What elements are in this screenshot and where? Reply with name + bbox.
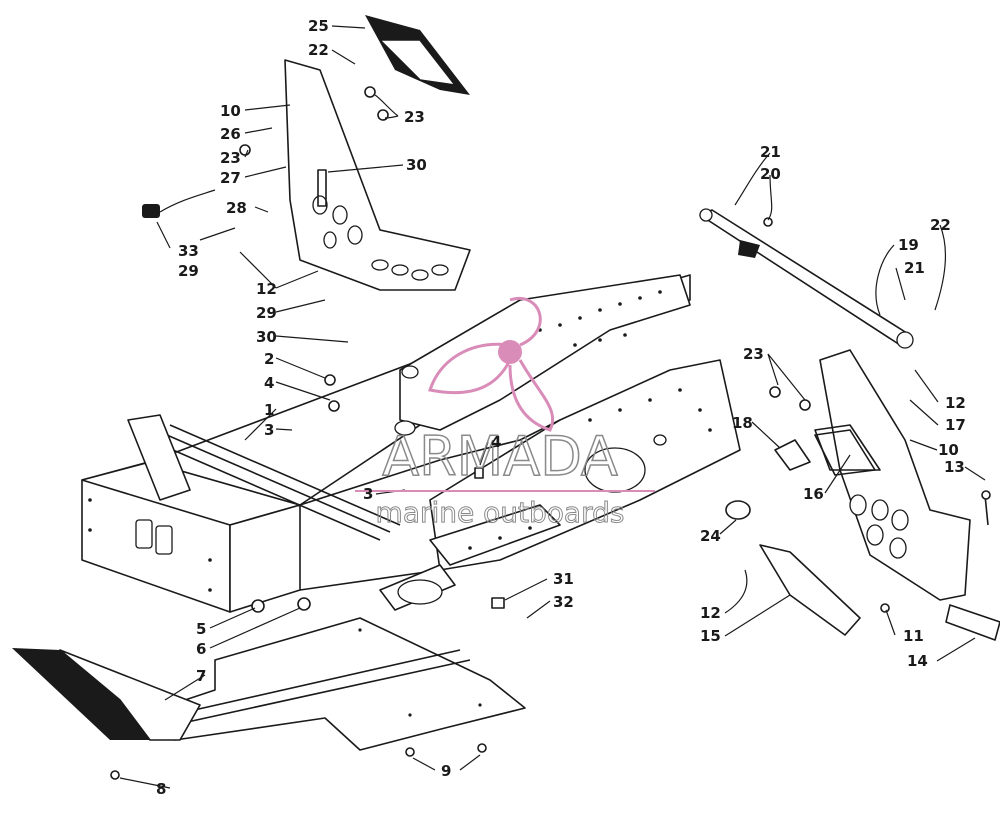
callout-19: 19 xyxy=(898,236,919,254)
callout-18: 18 xyxy=(732,414,753,432)
callout-16: 16 xyxy=(803,485,824,503)
callout-12: 12 xyxy=(700,604,721,622)
callout-27: 27 xyxy=(220,169,241,187)
callout-31: 31 xyxy=(553,570,574,588)
callout-9: 9 xyxy=(441,762,451,780)
callout-labels: 25 22 10 26 23 23 27 30 28 33 29 12 29 3… xyxy=(156,17,966,798)
callout-10: 10 xyxy=(938,441,959,459)
callout-24: 24 xyxy=(700,527,721,545)
callout-15: 15 xyxy=(700,627,721,645)
callout-22: 22 xyxy=(930,216,951,234)
callout-33: 33 xyxy=(178,242,199,260)
callout-8: 8 xyxy=(156,780,166,798)
callout-12: 12 xyxy=(256,280,277,298)
steering-support xyxy=(284,15,471,291)
callout-29: 29 xyxy=(178,262,199,280)
front-bumper xyxy=(12,648,201,741)
watermark-brand: ARMADA xyxy=(382,425,618,488)
callout-20: 20 xyxy=(760,165,781,183)
callout-23: 23 xyxy=(404,108,425,126)
callout-11: 11 xyxy=(903,627,924,645)
callout-30: 30 xyxy=(256,328,277,346)
callout-3: 3 xyxy=(264,421,274,439)
watermark-tagline: marine outboards xyxy=(376,496,625,529)
callout-4: 4 xyxy=(264,374,274,392)
callout-30: 30 xyxy=(406,156,427,174)
callout-6: 6 xyxy=(196,640,206,658)
callout-4: 4 xyxy=(491,433,501,451)
callout-29: 29 xyxy=(256,304,277,322)
hardware xyxy=(110,86,991,780)
right-support-plate xyxy=(725,349,1000,641)
callout-21: 21 xyxy=(760,143,781,161)
callout-12: 12 xyxy=(945,394,966,412)
callout-3: 3 xyxy=(363,485,373,503)
callout-32: 32 xyxy=(553,593,574,611)
callout-17: 17 xyxy=(945,416,966,434)
callout-2: 2 xyxy=(264,350,274,368)
cross-shaft xyxy=(699,208,914,349)
callout-10: 10 xyxy=(220,102,241,120)
callout-23: 23 xyxy=(743,345,764,363)
callout-23: 23 xyxy=(220,149,241,167)
callout-22: 22 xyxy=(308,41,329,59)
callout-14: 14 xyxy=(907,652,928,670)
callout-21: 21 xyxy=(904,259,925,277)
callout-26: 26 xyxy=(220,125,241,143)
skid-plate xyxy=(139,617,526,751)
callout-7: 7 xyxy=(196,667,206,685)
watermark-logo: ARMADA marine outboards xyxy=(355,296,655,530)
callout-25: 25 xyxy=(308,17,329,35)
callout-13: 13 xyxy=(944,458,965,476)
propeller-icon xyxy=(428,296,555,432)
callout-5: 5 xyxy=(196,620,206,638)
callout-1: 1 xyxy=(264,401,274,419)
callout-28: 28 xyxy=(226,199,247,217)
